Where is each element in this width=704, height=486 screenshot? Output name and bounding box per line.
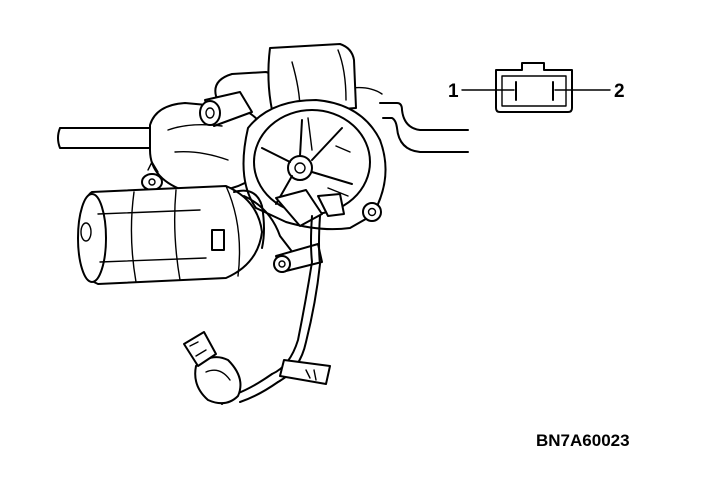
wiring-harness: [221, 189, 345, 405]
figure-code: BN7A60023: [536, 431, 630, 450]
motor-housing: [149, 71, 319, 193]
pin-label-2: 2: [614, 81, 625, 102]
output-shaft: [199, 91, 253, 127]
pin-label-1: 1: [448, 81, 459, 102]
harness-connector-plug: [183, 331, 242, 405]
connector-face-view: [495, 62, 573, 113]
motor-body: [77, 185, 263, 285]
top-cap: [267, 43, 357, 113]
